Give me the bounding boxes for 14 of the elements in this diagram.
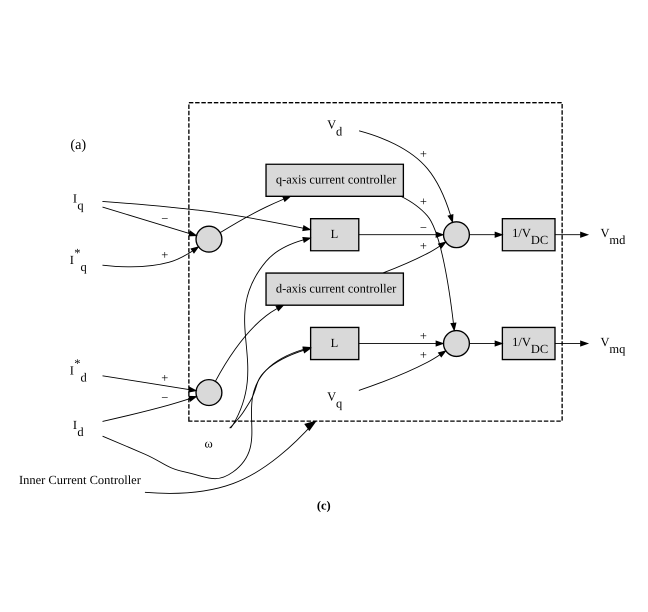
edge-label: + xyxy=(420,238,427,253)
label: (a) xyxy=(70,136,86,152)
caption: (c) xyxy=(316,498,331,512)
edge-label: + xyxy=(420,146,427,161)
edge-label: + xyxy=(161,247,168,262)
edge-label: − xyxy=(161,390,168,404)
edge-label: + xyxy=(161,370,168,385)
edge-label: + xyxy=(420,194,427,208)
edge-label: + xyxy=(420,328,427,343)
edge-label: − xyxy=(161,210,168,225)
node-text: ω xyxy=(204,436,213,450)
node-text: Inner Current Controller xyxy=(18,472,141,487)
edge-label: − xyxy=(420,220,427,234)
edge-label: + xyxy=(420,347,427,362)
